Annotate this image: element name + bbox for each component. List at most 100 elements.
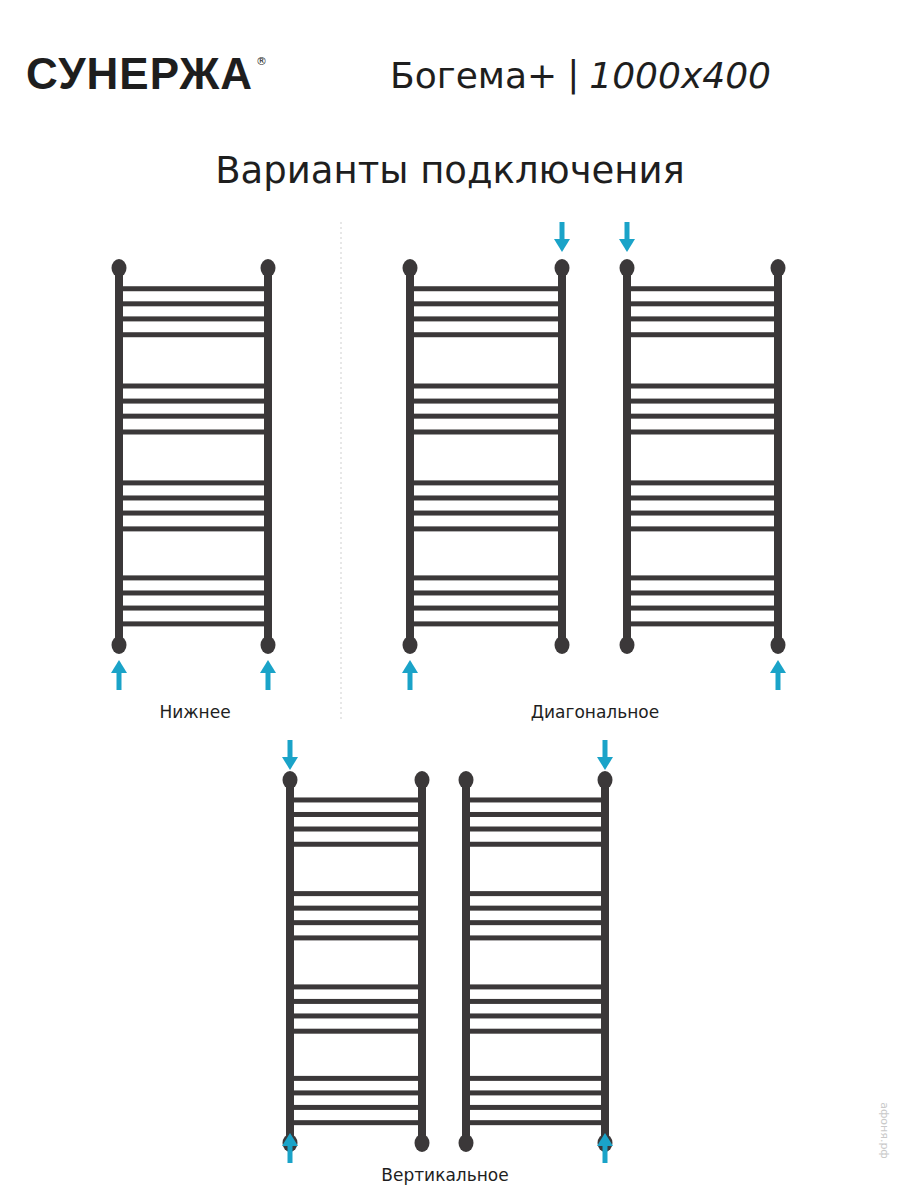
rail-bar [466, 1120, 605, 1125]
end-cap [112, 259, 127, 277]
rail-bar [119, 429, 268, 434]
rail-bar [290, 1029, 422, 1034]
rail-bar [290, 1105, 422, 1110]
towel-rails [112, 259, 786, 1152]
arrow-shaft [560, 222, 565, 239]
arrow-head [402, 660, 418, 673]
arrow-head [282, 1133, 298, 1146]
rail-bar [290, 984, 422, 989]
rail-bar [410, 429, 562, 434]
rail-bar [627, 590, 778, 595]
rail-bar [627, 414, 778, 419]
towel-rail [283, 771, 430, 1152]
rail-bar [627, 286, 778, 291]
rail-bar [466, 1029, 605, 1034]
separator: | [567, 56, 579, 92]
rail-bar [290, 1090, 422, 1095]
arrow-head [597, 1133, 613, 1146]
rail-bar [466, 999, 605, 1004]
rail-bar [466, 1013, 605, 1018]
rail-bar [627, 429, 778, 434]
rail-bar [627, 526, 778, 531]
rail-bar [466, 827, 605, 832]
rail-pole [264, 268, 272, 645]
rail-bar [119, 606, 268, 611]
end-cap [771, 636, 786, 654]
rail-pole [623, 268, 631, 645]
rail-bar [466, 920, 605, 925]
rail-bar [119, 301, 268, 306]
rail-bar [627, 621, 778, 626]
rail-bar [290, 827, 422, 832]
flow-arrows [111, 222, 786, 1163]
arrow-head [260, 660, 276, 673]
end-cap [459, 771, 474, 789]
rail-bar [410, 511, 562, 516]
rail-pole [601, 780, 609, 1143]
rail-bar [410, 384, 562, 389]
rail-bar [119, 590, 268, 595]
end-cap [261, 636, 276, 654]
rail-pole [286, 780, 294, 1143]
rail-bar [466, 842, 605, 847]
rail-bar [466, 812, 605, 817]
arrow-head [111, 660, 127, 673]
rail-bar [627, 399, 778, 404]
rail-bar [119, 399, 268, 404]
brand-logo: СУНЕРЖА [26, 52, 253, 96]
rail-bar [410, 414, 562, 419]
end-cap [403, 259, 418, 277]
rail-bar [627, 301, 778, 306]
end-cap [620, 259, 635, 277]
rail-bar [627, 316, 778, 321]
rail-bar [410, 495, 562, 500]
end-cap [283, 771, 298, 789]
rail-bar [466, 891, 605, 896]
arrow-shaft [288, 1146, 293, 1163]
arrow-head [597, 757, 613, 770]
arrow-head [619, 239, 635, 252]
end-cap [459, 1134, 474, 1152]
end-cap [555, 259, 570, 277]
towel-rail [403, 259, 570, 654]
rail-bar [627, 495, 778, 500]
rail-bar [290, 842, 422, 847]
rail-bar [410, 301, 562, 306]
rail-bar [119, 384, 268, 389]
rail-bar [290, 920, 422, 925]
end-cap [261, 259, 276, 277]
rail-bar [410, 590, 562, 595]
rail-bar [627, 511, 778, 516]
rail-bar [290, 999, 422, 1004]
rail-pole [558, 268, 566, 645]
rail-bar [627, 384, 778, 389]
rail-bar [466, 1076, 605, 1081]
watermark: афоня.рф [878, 1102, 889, 1159]
rail-bar [119, 332, 268, 337]
arrow-head [554, 239, 570, 252]
rail-bar [627, 332, 778, 337]
end-cap [598, 771, 613, 789]
rail-bar [290, 935, 422, 940]
arrow-shaft [266, 673, 271, 690]
rail-bar [119, 621, 268, 626]
rail-bar [410, 316, 562, 321]
registered-mark: ® [256, 56, 267, 67]
rail-pole [418, 780, 426, 1143]
rail-bar [119, 316, 268, 321]
towel-rail [620, 259, 786, 654]
rail-bar [119, 526, 268, 531]
arrow-shaft [776, 673, 781, 690]
rail-bar [410, 332, 562, 337]
rail-bar [119, 480, 268, 485]
rail-bar [410, 399, 562, 404]
rail-bar [119, 575, 268, 580]
end-cap [403, 636, 418, 654]
model-size: 1000x400 [589, 58, 771, 94]
title: Варианты подключения [215, 152, 685, 189]
arrow-shaft [603, 1146, 608, 1163]
rail-bar [627, 575, 778, 580]
rail-bar [410, 621, 562, 626]
scheme-caption: Нижнее [159, 704, 230, 721]
rail-bar [290, 812, 422, 817]
